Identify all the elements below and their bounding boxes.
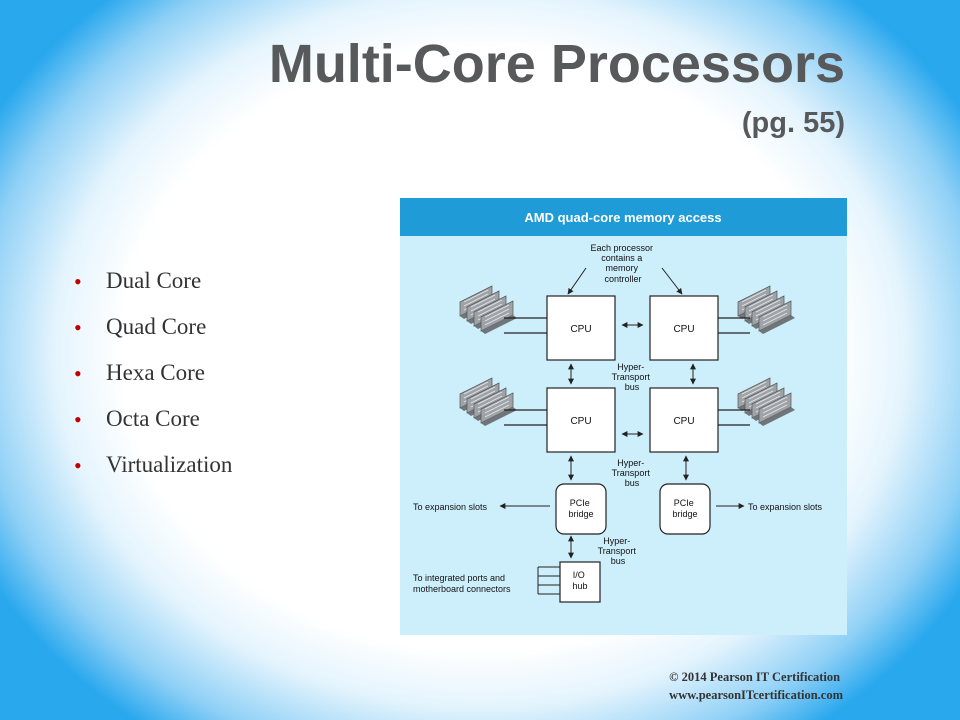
cpu-bottom-left: CPU [546, 387, 616, 453]
bullet-text: Dual Core [106, 268, 202, 293]
bullet-text: Hexa Core [106, 360, 205, 385]
bullet-item: • Hexa Core [74, 354, 232, 400]
diagram-header-band [400, 198, 847, 236]
bullet-text: Quad Core [106, 314, 207, 339]
bullet-item: • Quad Core [74, 308, 232, 354]
note-line: controller [604, 274, 641, 284]
bullet-item: • Octa Core [74, 400, 232, 446]
svg-text:I/O hub: I/O hub [572, 570, 587, 591]
ht-line: bus [611, 556, 626, 566]
note-line: memory [605, 263, 638, 273]
bullet-dot-icon: • [74, 361, 82, 386]
bullet-text: Virtualization [106, 452, 233, 477]
ht-label-mid: Hyper- Transport bus [612, 458, 653, 488]
svg-text:PCIe bridge: PCIe bridge [672, 498, 697, 519]
note-arrow-left [567, 267, 587, 295]
pcie-line: PCIe [674, 498, 694, 508]
ht-line: Transport [612, 468, 651, 478]
io-hub: I/O hub [559, 561, 601, 603]
ht-line: Transport [598, 546, 637, 556]
bullet-item: • Virtualization [74, 446, 232, 492]
note-line: Each processor [590, 243, 653, 253]
note-arrow-right [661, 267, 683, 295]
ports-label: To integrated ports and motherboard conn… [413, 573, 511, 594]
cpu-label: CPU [673, 416, 694, 427]
ports-line: To integrated ports and [413, 573, 505, 583]
expansion-label-right: To expansion slots [748, 502, 823, 512]
memory-bus-lines [504, 317, 750, 426]
note-line: contains a [601, 253, 642, 263]
io-ports-lines [537, 566, 560, 595]
hypertransport-arrows [568, 322, 696, 559]
ht-line: Transport [612, 372, 651, 382]
bullet-dot-icon: • [74, 315, 82, 340]
bullet-list: • Dual Core • Quad Core • Hexa Core • Octa C… [74, 262, 232, 492]
footer: © 2014 Pearson IT Certification www.pear… [669, 668, 843, 704]
bullet-dot-icon: • [74, 269, 82, 294]
ht-line: bus [625, 478, 640, 488]
ht-label-bottom: Hyper- Transport bus [598, 536, 639, 566]
ports-line: motherboard connectors [413, 584, 511, 594]
bullet-dot-icon: • [74, 407, 82, 432]
cpu-label: CPU [570, 324, 591, 335]
bullet-item: • Dual Core [74, 262, 232, 308]
pcie-line: bridge [568, 509, 593, 519]
cpu-label: CPU [570, 416, 591, 427]
cpu-label: CPU [673, 324, 694, 335]
cpu-top-right: CPU [649, 295, 719, 361]
slide-subtitle: (pg. 55) [741, 107, 845, 139]
ht-line: Hyper- [603, 536, 630, 546]
footer-url: www.pearsonITcertification.com [669, 688, 843, 702]
slide-title: Multi-Core Processors [268, 34, 845, 94]
bullet-text: Octa Core [106, 406, 200, 431]
pcie-line: bridge [672, 509, 697, 519]
pcie-bridge-right: PCIe bridge [659, 483, 711, 535]
footer-copyright: © 2014 Pearson IT Certification [669, 670, 841, 684]
bullet-dot-icon: • [74, 453, 82, 478]
cpu-top-left: CPU [546, 295, 616, 361]
pcie-bridge-left: PCIe bridge [555, 483, 607, 535]
ht-label-top: Hyper- Transport bus [612, 362, 653, 392]
amd-memory-diagram: AMD quad-core memory access Each process… [400, 198, 847, 635]
expansion-label-left: To expansion slots [413, 502, 488, 512]
ht-line: Hyper- [617, 362, 644, 372]
ht-line: bus [625, 382, 640, 392]
pcie-line: PCIe [570, 498, 590, 508]
io-line: I/O [573, 570, 585, 580]
ht-line: Hyper- [617, 458, 644, 468]
svg-text:PCIe bridge: PCIe bridge [568, 498, 593, 519]
diagram-header: AMD quad-core memory access [524, 210, 721, 225]
memory-controller-note: Each processor contains a memory control… [590, 243, 655, 284]
cpu-bottom-right: CPU [649, 387, 719, 453]
io-line: hub [572, 581, 587, 591]
